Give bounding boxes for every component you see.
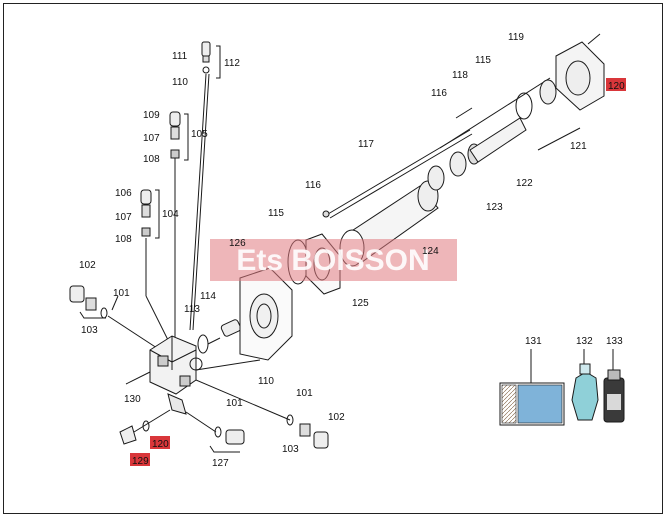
part-label-101a: 101 (113, 288, 130, 299)
part-label-108a: 108 (143, 154, 160, 165)
part-label-127: 127 (212, 458, 229, 469)
part-label-110b: 110 (258, 376, 274, 387)
part-label-120b: 120 (152, 439, 169, 450)
part-label-106: 106 (115, 188, 132, 199)
part-label-103a: 103 (81, 325, 98, 336)
diagram-frame (3, 3, 663, 514)
part-label-132: 132 (576, 336, 593, 347)
part-label-110: 110 (172, 77, 188, 88)
part-label-130: 130 (124, 394, 141, 405)
part-label-133: 133 (606, 336, 623, 347)
part-label-126: 126 (229, 238, 246, 249)
part-label-129: 129 (132, 456, 149, 467)
part-label-104: 104 (162, 209, 179, 220)
part-label-101c: 101 (296, 388, 313, 399)
part-label-114: 114 (200, 291, 216, 302)
part-label-102b: 102 (328, 412, 345, 423)
part-label-109: 109 (143, 110, 160, 121)
part-label-111: 111 (172, 51, 188, 62)
part-label-108b: 108 (115, 234, 132, 245)
blue-pad (517, 384, 563, 424)
part-label-117: 117 (358, 139, 374, 150)
part-label-119: 119 (508, 32, 524, 43)
watermark: Ets BOISSON (210, 239, 457, 281)
part-label-123: 123 (486, 202, 503, 213)
part-label-105: 105 (191, 129, 208, 140)
part-label-125: 125 (352, 298, 369, 309)
part-label-115b: 115 (475, 55, 491, 66)
part-label-101b: 101 (226, 398, 243, 409)
part-label-124: 124 (422, 246, 439, 257)
part-111-shape (201, 41, 211, 57)
highlight-box-129 (130, 453, 150, 466)
part-label-131: 131 (525, 336, 542, 347)
part-label-116b: 116 (431, 88, 447, 99)
part-label-107a: 107 (143, 133, 160, 144)
part-label-121: 121 (570, 141, 587, 152)
highlight-box-120b (150, 436, 170, 449)
part-label-115a: 115 (268, 208, 284, 219)
part-label-107b: 107 (115, 212, 132, 223)
watermark-text: Ets BOISSON (236, 244, 429, 277)
part-label-103b: 103 (282, 444, 299, 455)
part-label-112: 112 (224, 58, 240, 69)
part-label-116a: 116 (305, 180, 321, 191)
part-label-120a: 120 (608, 81, 625, 92)
part-label-102a: 102 (79, 260, 96, 271)
part-label-122: 122 (516, 178, 533, 189)
highlight-box-120a (606, 78, 626, 91)
consumables-group (499, 349, 625, 426)
part-label-113: 113 (184, 304, 200, 315)
labels-layer: 111 110 112 109 107 108 105 106 107 108 104 102 101 1… (79, 32, 625, 469)
part-label-118: 118 (452, 70, 468, 81)
